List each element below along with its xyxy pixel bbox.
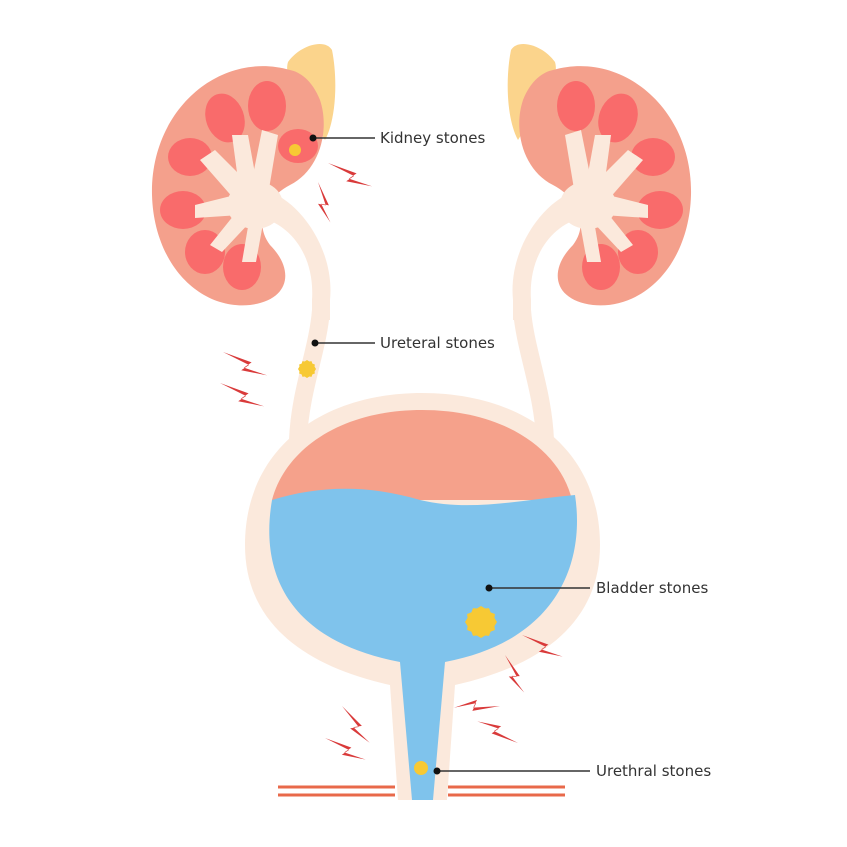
- bladder-stones-label: Bladder stones: [596, 579, 709, 597]
- bladder-top: [272, 410, 572, 500]
- right-ureter: [513, 309, 554, 441]
- left-kidney: [151, 66, 331, 320]
- kidney-stones-label: Kidney stones: [380, 129, 486, 147]
- leader-lines: [309, 134, 590, 775]
- right-kidney: [512, 66, 692, 320]
- urethral-stones-label: Urethral stones: [596, 762, 712, 780]
- ureteral-stones-label: Ureteral stones: [380, 334, 495, 352]
- urine: [269, 488, 578, 800]
- kidney-stone: [289, 144, 301, 156]
- pelvic-floor: [278, 785, 565, 797]
- urethral-stone: [414, 761, 428, 775]
